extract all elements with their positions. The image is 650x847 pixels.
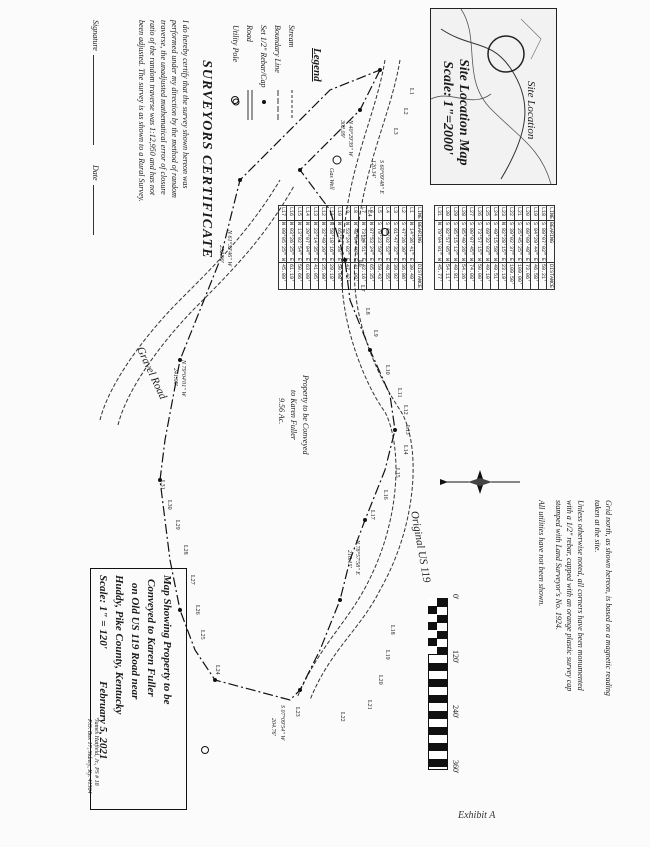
surveyor-line: James Hatfield, Jr., PS # 18 [93,719,99,786]
line-label: L31 [159,480,165,490]
site-circle-icon [487,35,525,73]
line-label: L29 [174,520,180,530]
property-label-line: Property to be Conveyed [301,375,310,455]
line-label: L27 [189,575,195,585]
line-label: L17 [369,510,375,520]
title-line: Huddy, Pike County, Kentucky [113,575,125,715]
distance-label: 204.76' [270,718,276,736]
bearing-label: N 78°57'58" E [354,540,360,575]
line-label: L20 [377,675,383,685]
scale-label: 240' [451,705,460,719]
utility-pole-icon [231,96,239,104]
legend-symbols [232,90,293,120]
utility-pole-symbol-icon [232,98,240,106]
line-label: L30 [166,500,172,510]
note-line: stamped with Land Surveyor's No. 1924. [554,500,563,630]
exhibit-label: Exhibit A [458,810,496,821]
line-label: L11 [396,388,402,398]
line-label: L1 [408,88,414,95]
distance-label: 216.15' [346,550,352,568]
property-label-line: to Karen Fuller [289,390,298,440]
line-label: L24 [214,665,220,675]
utility-pole-icon [201,746,209,754]
line-label: L7 [359,285,365,292]
road-edge-inner [296,59,397,699]
property-acreage: 9.56 Ac. [277,398,286,425]
title-block: Map Showing Property to be Conveyed to K… [86,568,187,810]
north-arrow-icon [440,470,520,494]
line-label: L28 [182,545,188,555]
line-label: L8 [364,308,370,315]
site-location-map: Site Location Map Scale: 1"=2000' Site L… [430,8,557,185]
line-label: L4 [366,210,372,217]
line-label: L19 [384,650,390,660]
title-scale: Scale: 1" = 120' [97,575,109,649]
line-label: L5 [359,235,365,242]
gravel-road-edge [99,179,281,421]
gas-well-icon [332,155,342,165]
line-label: L18 [389,625,395,635]
title-line: Conveyed to Karen Fuller [145,579,157,697]
title-line: Map Showing Property to be [161,575,173,705]
line-label: L23 [294,707,300,717]
surveyor-line: P.O. Box 17, Sidney, Ky. 41564 [86,719,92,794]
line-label: L2 [402,108,408,115]
site-map-drawing [431,9,552,184]
date-line [93,185,94,235]
distance-label: 241.09' [172,368,178,386]
bearing-label: S 07°09'54" W [279,705,285,741]
line-label: L3 [392,128,398,135]
line-label: L10 [384,365,390,375]
note-line: Grid north, as shown hereon, is based on… [604,500,613,696]
rebar-symbol-icon [262,100,266,104]
gravel-road-edge [117,185,295,426]
road-edge-outer [309,59,414,701]
utility-pole-icon [381,228,389,236]
bearing-label: N 61°32'46" W [226,230,232,267]
line-label: L16 [382,490,388,500]
note-line: taken at the site. [593,500,602,553]
property-boundary [159,68,396,701]
line-label: L15 [394,468,400,478]
line-label: L26 [194,605,200,615]
line-label: L12 [402,405,408,415]
scale-label: 0' [451,594,460,600]
bearing-label: N 40°29'39" W [347,120,353,157]
line-label: L13 [404,425,410,435]
distance-label: 302.09' [339,120,345,138]
line-label: L14 [402,445,408,455]
bearing-label: N 79°04'01" W [180,360,186,397]
distance-label: 120.34' [370,160,376,178]
note-line: All utilities have not been shown. [537,500,546,607]
line-label: L22 [339,712,345,722]
title-line: on Old US 119 Road near [129,583,141,700]
signature-line [93,55,94,145]
bearing-label: S 60°09'48" E [378,160,384,194]
line-label: L25 [199,630,205,640]
scale-label: 360' [451,760,460,774]
line-label: L9 [372,330,378,337]
scale-bar-fine [428,598,437,654]
line-label: L6 [357,260,363,267]
note-line: with a 1/2" rebar, capped with an orange… [565,500,574,692]
distance-label: 252.00' [218,245,224,263]
note-line: Unless otherwise noted, all corners have… [576,500,585,691]
line-label: L21 [366,700,372,710]
gas-well-label: Gas Well [328,168,334,190]
scale-label: 120' [451,650,460,664]
